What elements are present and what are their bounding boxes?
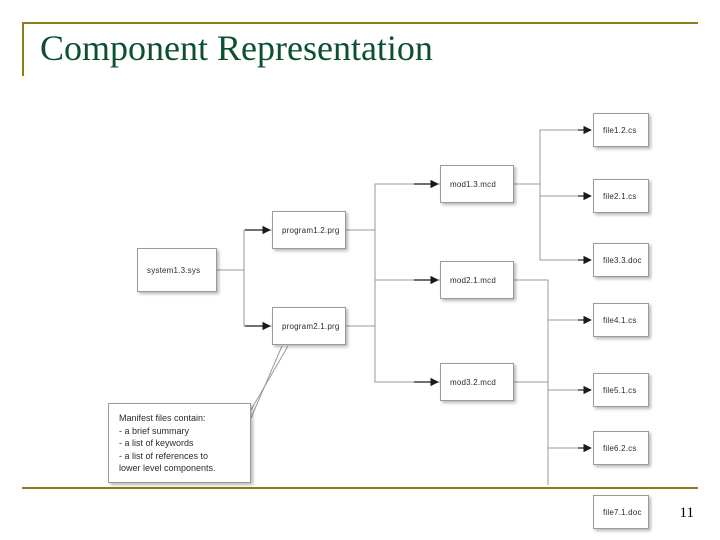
page-title: Component Representation	[40, 28, 433, 68]
node-label: program1.2.prg	[282, 225, 340, 235]
node-file6[interactable]: file6.2.cs	[593, 431, 649, 465]
node-file2[interactable]: file2.1.cs	[593, 179, 649, 213]
page-number: 11	[679, 505, 694, 521]
manifest-note-line: Manifest files contain:	[119, 413, 206, 423]
node-program2[interactable]: program2.1.prg	[272, 307, 346, 345]
node-file3[interactable]: file3.3.doc	[593, 243, 649, 277]
manifest-note-line: - a brief summary	[119, 425, 190, 436]
node-file1[interactable]: file1.2.cs	[593, 113, 649, 147]
node-file4[interactable]: file4.1.cs	[593, 303, 649, 337]
node-label: program2.1.prg	[282, 321, 340, 331]
node-label: file1.2.cs	[603, 125, 637, 135]
node-label: file5.1.cs	[603, 385, 637, 395]
title-rule-top	[22, 22, 698, 24]
node-file7[interactable]: file7.1.doc	[593, 495, 649, 529]
node-system[interactable]: system1.3.sys	[137, 248, 217, 292]
manifest-note-line: - a list of keywords	[119, 438, 194, 448]
node-file5[interactable]: file5.1.cs	[593, 373, 649, 407]
footer-rule	[22, 487, 698, 489]
manifest-note-line: - a list of references to	[119, 450, 209, 461]
diagram-connectors	[217, 125, 592, 485]
node-mod3[interactable]: mod3.2.mcd	[440, 363, 514, 401]
node-label: file3.3.doc	[603, 255, 642, 265]
manifest-note-line: lower level components.	[119, 463, 216, 473]
node-label: file7.1.doc	[603, 507, 642, 517]
node-label: file4.1.cs	[603, 315, 637, 325]
node-label: mod1.3.mcd	[450, 179, 497, 189]
node-label: system1.3.sys	[147, 265, 201, 275]
node-mod1[interactable]: mod1.3.mcd	[440, 165, 514, 203]
node-program1[interactable]: program1.2.prg	[272, 211, 346, 249]
node-label: file2.1.cs	[603, 191, 637, 201]
node-mod2[interactable]: mod2.1.mcd	[440, 261, 514, 299]
component-representation-diagram: system1.3.sys program1.2.prg program2.1.…	[0, 55, 720, 529]
manifest-note: Manifest files contain: - a brief summar…	[108, 403, 251, 483]
node-label: mod2.1.mcd	[450, 275, 497, 285]
node-label: file6.2.cs	[603, 443, 637, 453]
node-label: mod3.2.mcd	[450, 377, 497, 387]
title-rule-left	[22, 22, 24, 76]
